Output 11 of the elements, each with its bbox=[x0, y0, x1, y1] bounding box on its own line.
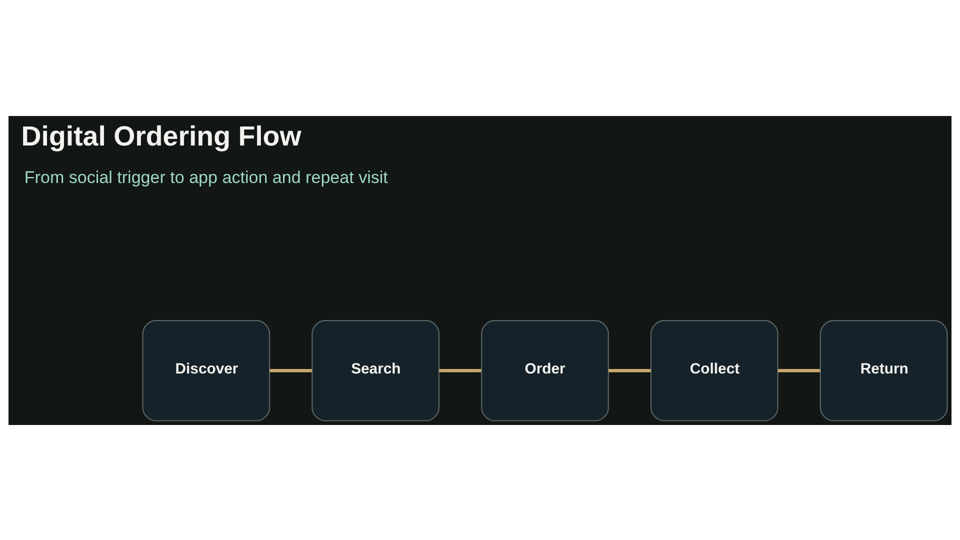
label: From social trigger to app action and repeat visit bbox=[24, 167, 388, 186]
connector bbox=[270, 368, 312, 372]
diagram-title: Digital Ordering Flow bbox=[21, 120, 302, 152]
connector bbox=[778, 368, 820, 372]
node-box: Search bbox=[312, 320, 440, 421]
node-box: Discover bbox=[142, 320, 270, 421]
node-box: Order bbox=[481, 320, 609, 421]
node-box: Collect bbox=[650, 320, 778, 421]
connector bbox=[608, 368, 651, 372]
node-box: Return bbox=[820, 320, 948, 421]
connector bbox=[439, 368, 482, 372]
